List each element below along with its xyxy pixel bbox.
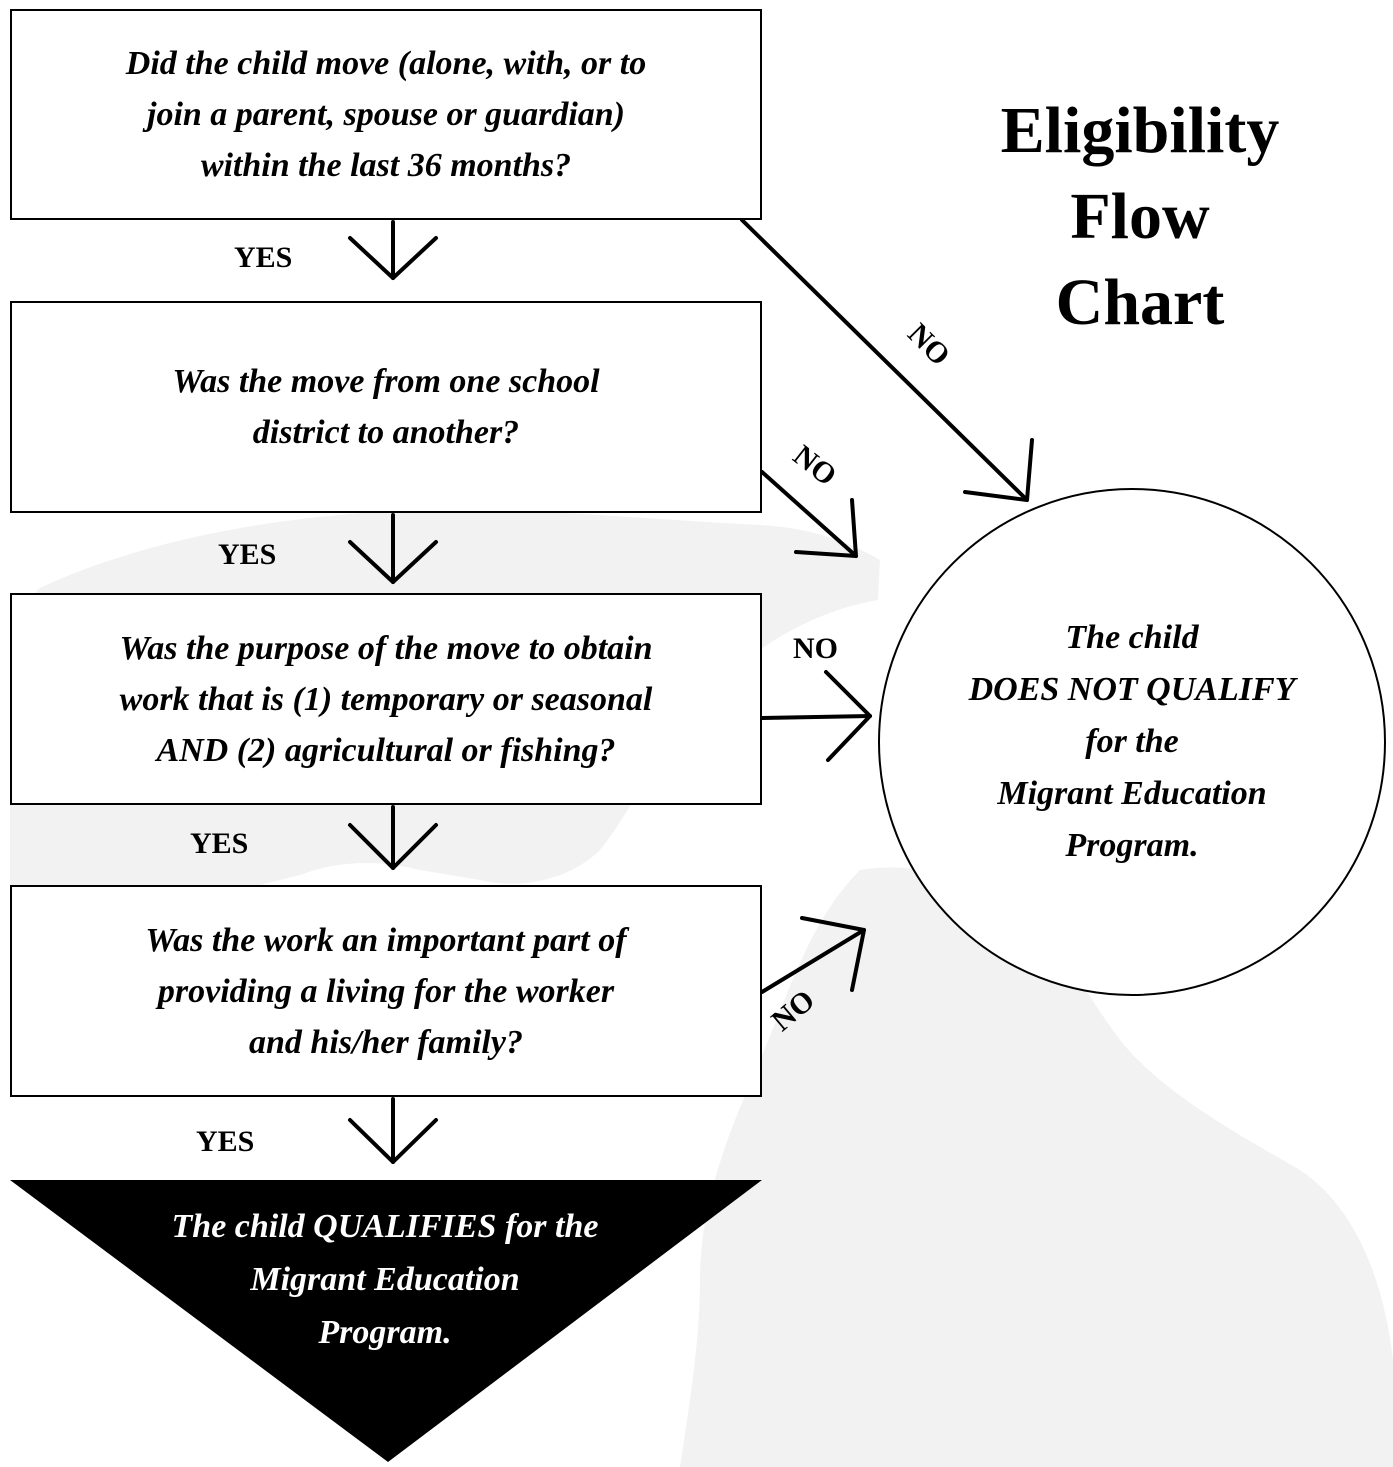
question-box-school-district: Was the move from one school district to…: [10, 301, 762, 513]
question-4-line-1: Was the work an important part of: [145, 921, 627, 959]
no-arrow-1-line: [740, 218, 1029, 502]
question-1-line-1: Did the child move (alone, with, or to: [125, 45, 647, 82]
chart-title-line-3: Chart: [1055, 266, 1225, 339]
question-3-line-1: Was the purpose of the move to obtain: [119, 629, 653, 667]
outcome-yes-line-3: Program.: [318, 1314, 452, 1351]
qualifies-triangle-shape: [10, 1180, 762, 1462]
outcome-no-line-1: The child: [1065, 619, 1199, 656]
outcome-no-line-3: for the: [1085, 723, 1179, 760]
no-arrow-4-line: [760, 928, 866, 994]
question-box-purpose-of-move: Was the purpose of the move to obtain wo…: [10, 593, 762, 805]
outcome-no-line-2: DOES NOT QUALIFY: [968, 671, 1296, 708]
yes-label-2: YES: [218, 538, 277, 571]
outcome-no-line-5: Program.: [1065, 827, 1199, 864]
outcome-yes-line-1: The child QUALIFIES for the: [171, 1208, 599, 1245]
yes-label-4: YES: [196, 1125, 255, 1158]
chart-title-line-2: Flow: [1070, 180, 1210, 253]
no-arrow-3-head: [824, 670, 872, 762]
question-4-line-2: providing a living for the worker: [157, 972, 615, 1010]
question-3-line-3: AND (2) agricultural or fishing?: [156, 731, 616, 769]
no-arrow-2-line: [760, 470, 858, 558]
question-2-line-2: district to another?: [252, 414, 520, 451]
no-arrow-4-head: [800, 916, 866, 992]
question-box-moved-36-months: Did the child move (alone, with, or to j…: [10, 9, 762, 220]
outcome-qualifies-text: The child QUALIFIES for the Migrant Educ…: [60, 1200, 710, 1359]
question-4-line-3: and his/her family?: [249, 1023, 523, 1061]
question-box-important-work: Was the work an important part of provid…: [10, 885, 762, 1097]
no-arrow-3-line: [760, 714, 872, 720]
question-3-line-2: work that is (1) temporary or seasonal: [119, 680, 653, 718]
question-2-line-1: Was the move from one school: [172, 363, 600, 400]
chart-title: Eligibility Flow Chart: [940, 88, 1340, 346]
question-1-line-2: join a parent, spouse or guardian): [147, 96, 625, 133]
chart-title-line-1: Eligibility: [1000, 94, 1280, 167]
outcome-yes-line-2: Migrant Education: [250, 1261, 520, 1298]
no-label-3: NO: [793, 632, 838, 665]
yes-label-3: YES: [190, 827, 249, 860]
no-arrow-1-head: [963, 438, 1034, 502]
question-1-line-3: within the last 36 months?: [200, 147, 572, 184]
outcome-does-not-qualify-circle: The child DOES NOT QUALIFY for the Migra…: [878, 488, 1386, 996]
no-arrow-2-head: [794, 498, 858, 558]
yes-label-1: YES: [234, 241, 293, 274]
outcome-no-line-4: Migrant Education: [997, 775, 1267, 812]
map-lower-peninsula: [680, 867, 1393, 1467]
